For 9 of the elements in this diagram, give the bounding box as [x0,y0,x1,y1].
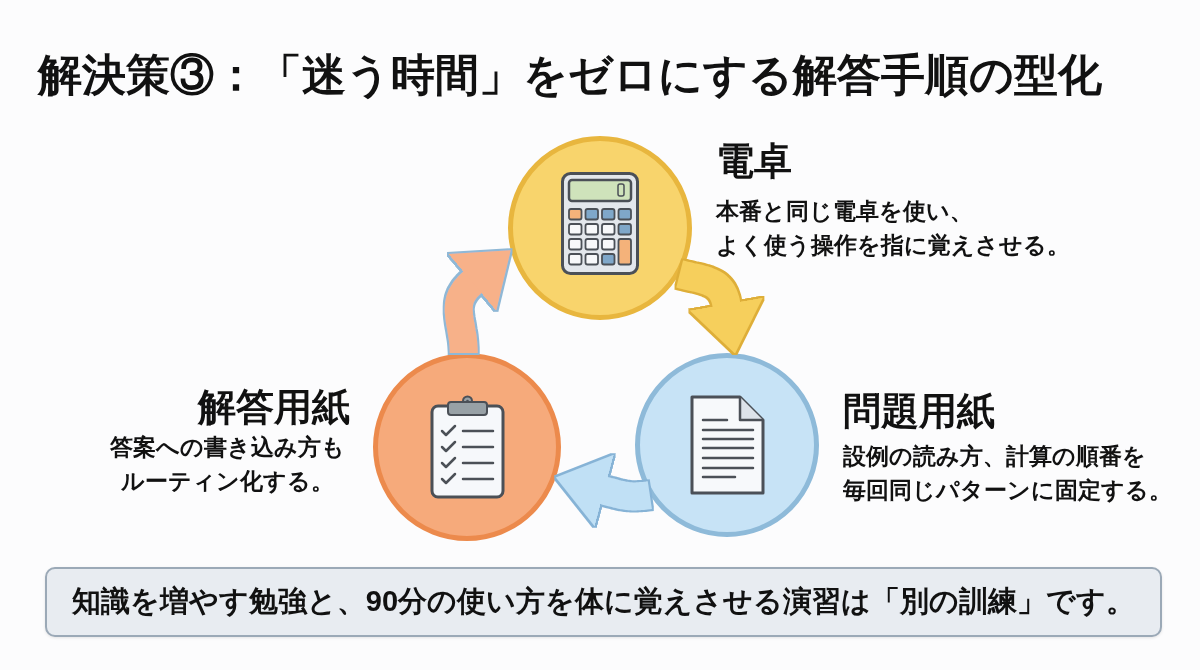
step-description: 答案への書き込み方もルーティン化する。 [110,433,345,496]
summary-panel [45,567,1162,637]
title: 解決策③：「迷う時間」をゼロにする解答手順の型化 [38,49,1102,101]
step-heading: 問題用紙 [843,389,995,434]
summary-text: 知識を増やす勉強と、90分の使い方を体に覚えさせる演習は「別の訓練」です。 [71,584,1136,620]
step-heading: 電卓 [716,139,792,184]
step-description: 設例の読み方、計算の順番を毎回同じパターンに固定する。 [843,442,1172,505]
step-description: 本番と同じ電卓を使い、よく使う操作を指に覚えさせる。 [716,197,1070,260]
step-heading: 解答用紙 [198,385,350,430]
